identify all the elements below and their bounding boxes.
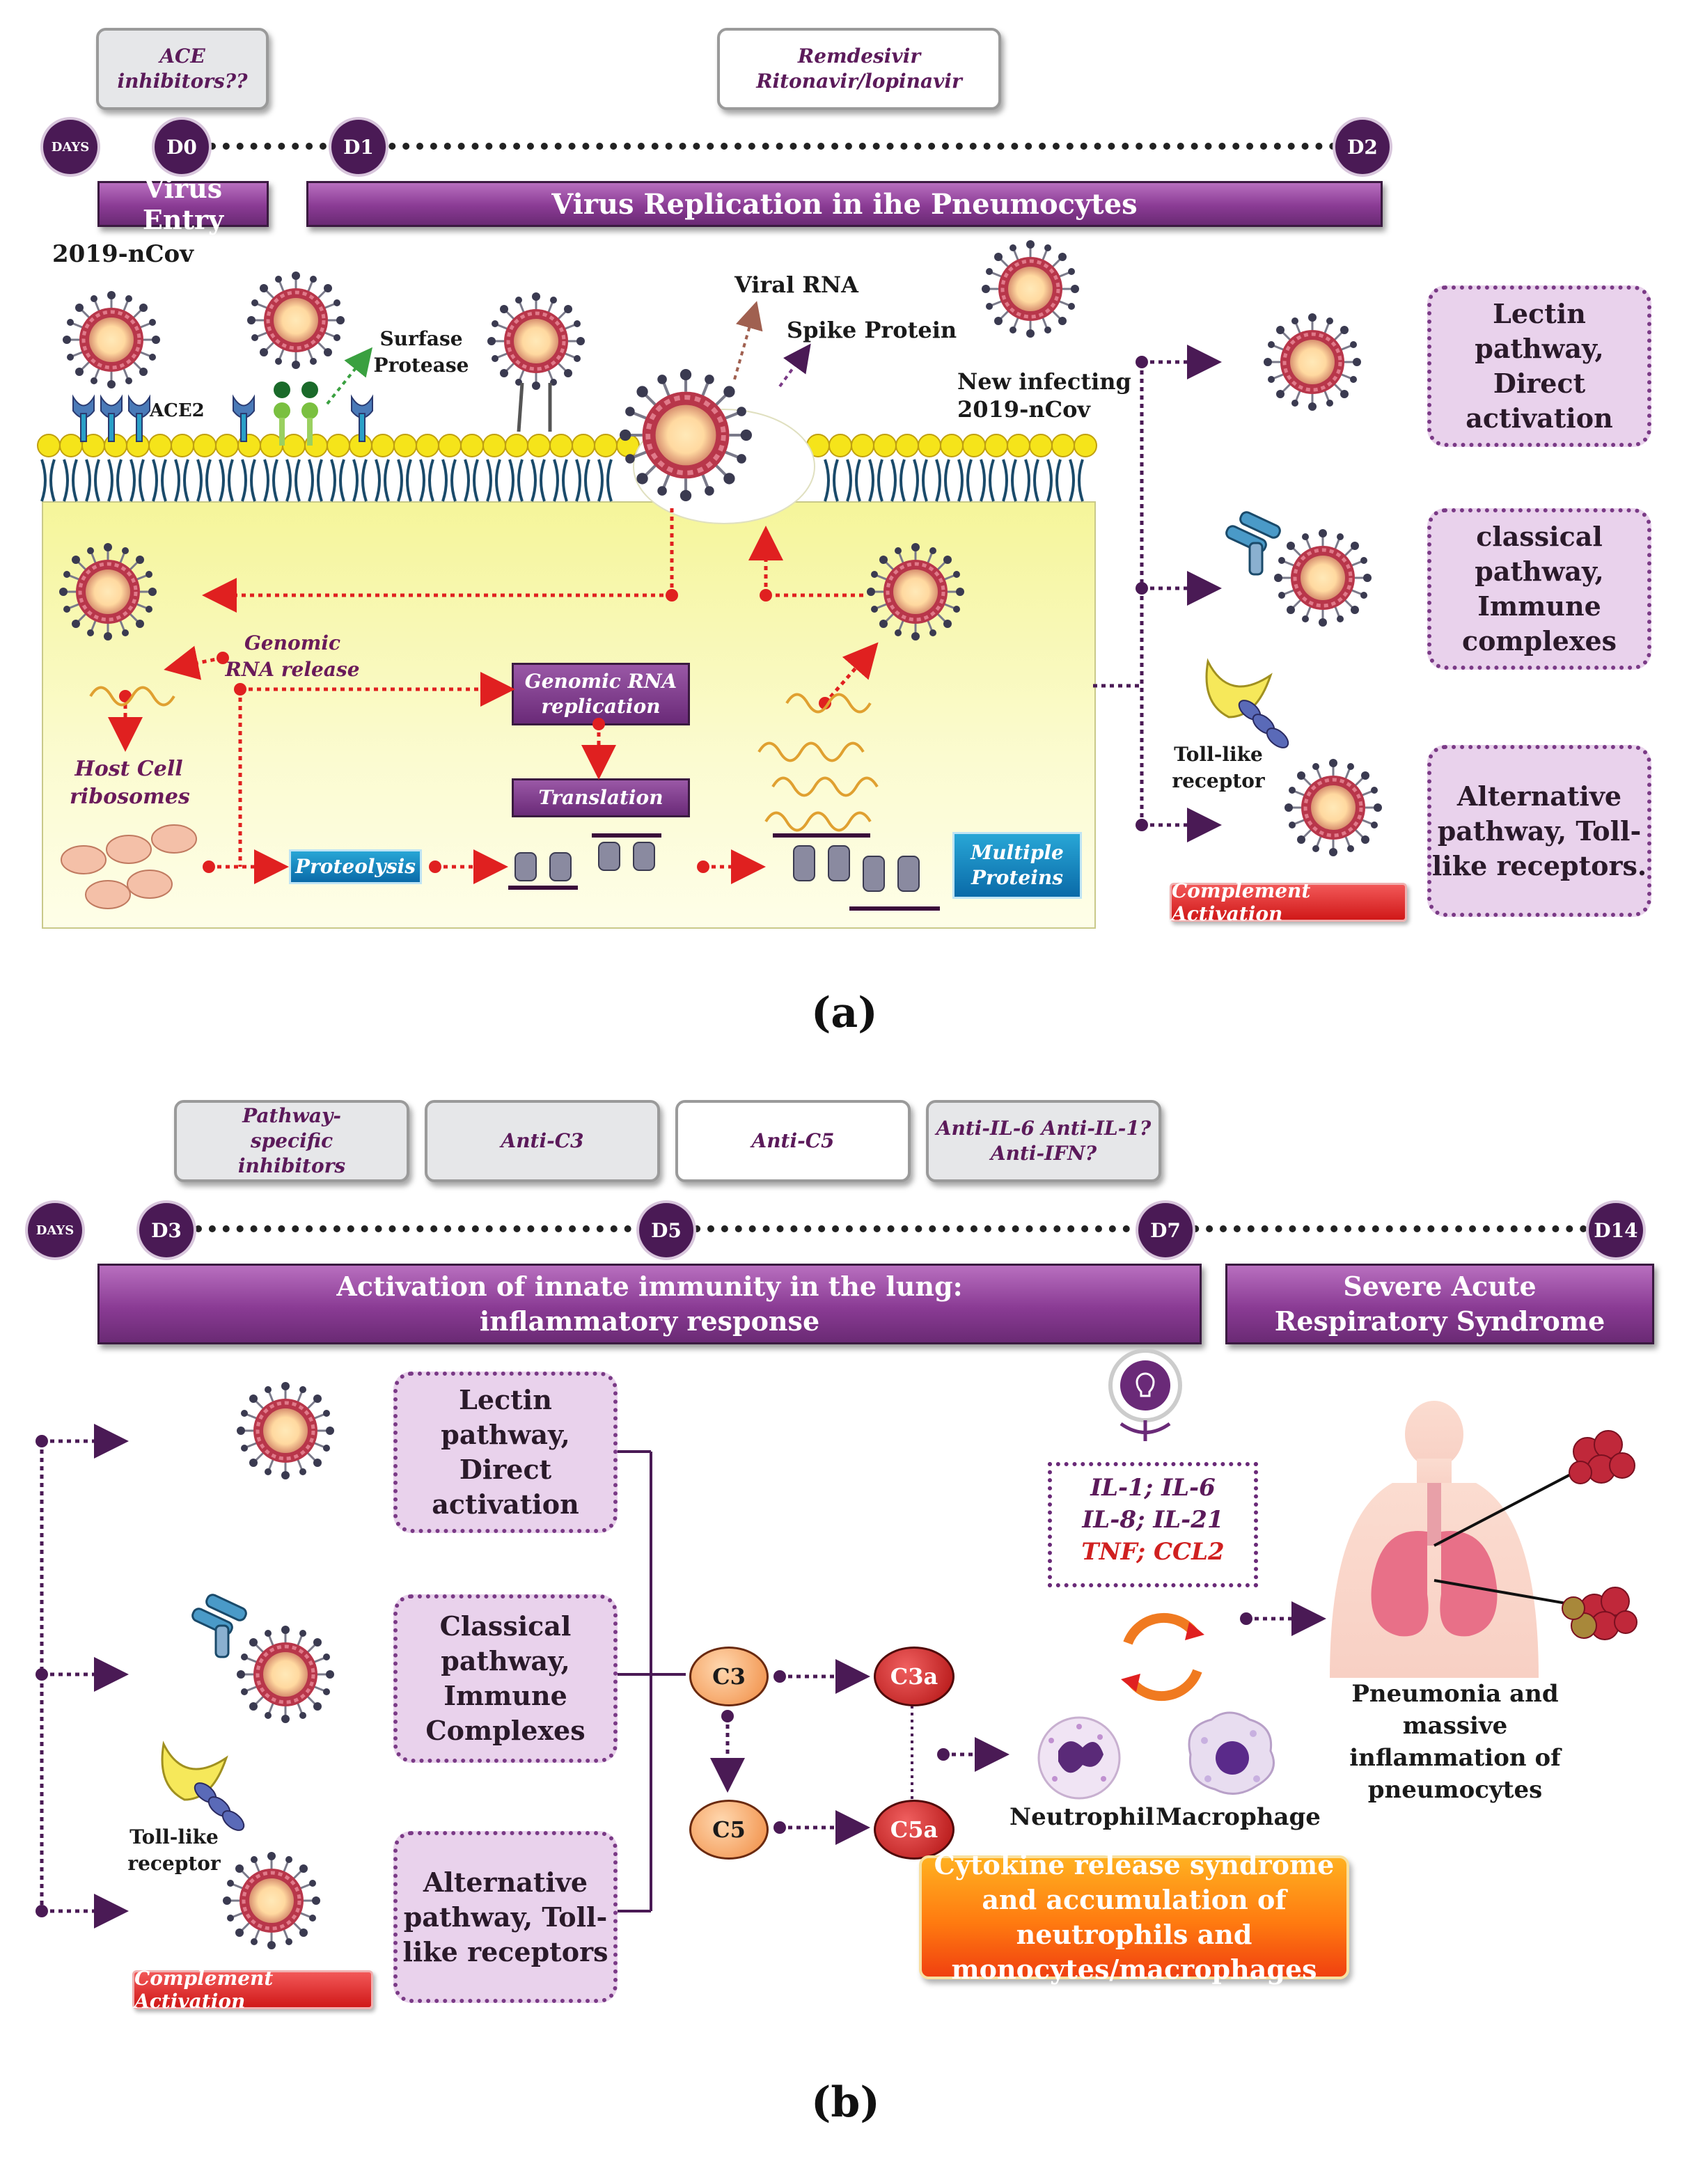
label-surface-protease: Surfase Protease <box>373 327 469 377</box>
label-genomic-rna-release: Genomic RNA release <box>225 631 360 681</box>
label-ace2: ACE2 <box>150 400 205 421</box>
label-neutrophil: Neutrophil <box>1010 1803 1155 1831</box>
pathway-classical-a: classical pathway, Immune complexes <box>1427 508 1651 670</box>
banner-virus-entry: Virus Entry <box>97 173 269 235</box>
toll-like-receptor-icon-b <box>161 1741 245 1831</box>
label-spike-protein: Spike Protein <box>787 317 957 343</box>
day-marker-d2: D2 <box>1335 120 1390 174</box>
drug-box-ace-inhibitors: ACE inhibitors?? <box>96 28 269 110</box>
ace2-receptor-icon <box>72 394 150 442</box>
macrophage-icon <box>1188 1711 1275 1795</box>
complement-arrows-a <box>1093 345 1222 842</box>
box-genomic-rna-replication: Genomic RNA replication <box>512 663 690 725</box>
box-proteolysis: Proteolysis <box>289 849 422 884</box>
virus-icon-lectin-b <box>237 1382 334 1479</box>
cytokine-list: IL-1; IL-6 IL-8; IL-21 TNF; CCL2 <box>1048 1462 1258 1587</box>
drug-box-pathway-specific: Pathway-specific inhibitors <box>174 1100 409 1182</box>
label-host-ribosomes: Host Cell ribosomes <box>70 757 190 809</box>
drug-box-anti-c5: Anti-C5 <box>675 1100 911 1182</box>
day-marker-d1: D1 <box>331 120 386 174</box>
day-marker-days: DAYS <box>43 120 97 174</box>
banner-sars: Severe Acute Respiratory Syndrome <box>1225 1264 1654 1344</box>
node-c3a: C3a <box>874 1647 955 1706</box>
pathway-lectin-b: Lectin pathway, Direct activation <box>393 1372 618 1533</box>
label-viral-rna: Viral RNA <box>734 272 858 298</box>
day-marker-days-b: DAYS <box>28 1203 82 1257</box>
pathway-alternative-b: Alternative pathway, Toll-like receptors <box>393 1831 618 2003</box>
cytokine-line-3: TNF; CCL2 <box>1081 1538 1225 1566</box>
timeline-dots-b <box>195 1225 1615 1232</box>
day-marker-d7: D7 <box>1138 1203 1193 1257</box>
pathway-alternative-a: Alternative pathway, Toll-like receptors… <box>1427 745 1651 917</box>
timeline-dots-a <box>209 143 1351 150</box>
day-marker-d3: D3 <box>139 1203 194 1257</box>
day-marker-d5: D5 <box>639 1203 693 1257</box>
toll-like-receptor-icon-a <box>1205 658 1289 748</box>
complement-activation-label-a: Complement Activation <box>1170 879 1407 925</box>
label-new-infecting: New infecting 2019-nCov <box>957 368 1131 423</box>
cell-internal-flow <box>61 508 940 911</box>
arrows-surface-viral <box>326 301 811 432</box>
label-macrophage: Macrophage <box>1156 1803 1321 1831</box>
cytokine-release-syndrome-box: Cytokine release syndrome and accumulati… <box>919 1849 1349 1985</box>
surface-protease-icon <box>233 382 373 446</box>
node-c5: C5 <box>689 1800 769 1860</box>
box-multiple-proteins: Multiple Proteins <box>952 832 1082 899</box>
virus-icon-alternative-b <box>223 1852 320 1949</box>
panel-label-b: (b) <box>811 2078 880 2127</box>
drug-box-anti-il: Anti-IL-6 Anti-IL-1?Anti-IFN? <box>926 1100 1161 1182</box>
cytokine-line-2: IL-8; IL-21 <box>1082 1506 1224 1534</box>
antibody-icon-b <box>191 1594 247 1658</box>
node-c3: C3 <box>689 1647 769 1706</box>
label-2019-ncov: 2019-nCov <box>52 240 194 268</box>
cytokine-line-1: IL-1; IL-6 <box>1090 1474 1216 1502</box>
banner-virus-replication: Virus Replication in ihe Pneumocytes <box>306 181 1383 227</box>
neutrophil-icon <box>1037 1716 1121 1800</box>
panel-label-a: (a) <box>811 989 878 1037</box>
node-c5a: C5a <box>874 1800 955 1860</box>
drug-box-remdesivir: Remdesivir Ritonavir/lopinavir <box>717 28 1001 110</box>
pathway-lectin-a: Lectin pathway, Direct activation <box>1427 285 1651 447</box>
label-toll-like-receptor-b: Toll-like receptor <box>127 1825 221 1875</box>
label-toll-like-receptor-a: Toll-like receptor <box>1172 743 1265 792</box>
drug-box-anti-c3: Anti-C3 <box>425 1100 660 1182</box>
pathway-classical-b: Classical pathway, Immune Complexes <box>393 1594 618 1763</box>
lungs-torso-icon <box>1330 1401 1637 1678</box>
lightbulb-icon <box>1108 1349 1182 1441</box>
label-pneumonia: Pneumonia and massive inflammation of pn… <box>1349 1680 1561 1804</box>
feedback-cycle-icon <box>1121 1612 1204 1702</box>
day-marker-d14: D14 <box>1589 1203 1643 1257</box>
complement-activation-label-b: Complement Activation <box>132 1967 373 2013</box>
banner-innate-immunity: Activation of innate immunity in the lun… <box>97 1264 1202 1344</box>
antibody-icon-a <box>1225 511 1281 576</box>
day-marker-d0: D0 <box>155 120 209 174</box>
